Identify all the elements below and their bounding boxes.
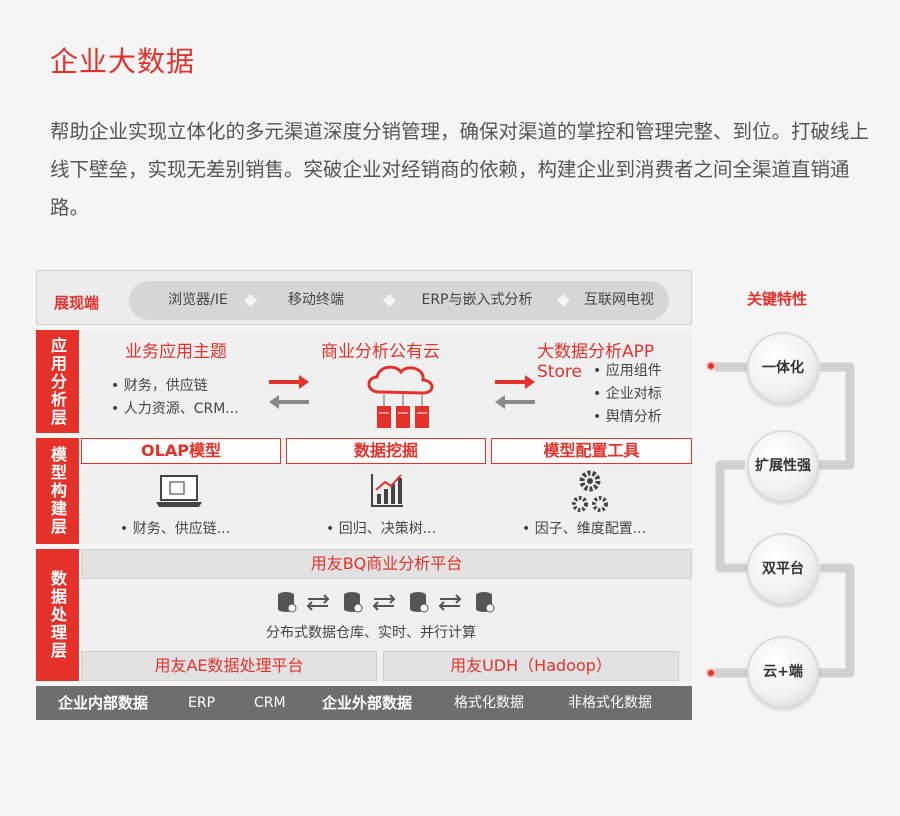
data-layer-label: 数据处理层 (36, 549, 79, 681)
app-right-item: • 舆情分析 (593, 409, 662, 425)
app-center-title: 商业分析公有云 (321, 342, 440, 362)
pill-browser: 浏览器/IE (168, 292, 228, 308)
display-layer-label: 展现端 (54, 294, 100, 312)
app-layer-label: 应用分析层 (36, 330, 79, 433)
arrows-icon (495, 375, 535, 409)
bq-platform-box: 用友BQ商业分析平台 (81, 549, 692, 579)
features-connector (715, 362, 855, 678)
app-right-title: 大数据分析APP Store (537, 342, 655, 382)
page-description: 帮助企业实现立体化的多元渠道深度分销管理，确保对渠道的掌控和管理完整、到位。打破… (50, 120, 870, 219)
connector-end-dot (706, 668, 716, 678)
feature-cloud-end: 云+端 (747, 636, 819, 708)
separator-diamond-icon (383, 294, 396, 307)
erp-label: ERP (188, 695, 216, 711)
separator-diamond-icon (557, 294, 570, 307)
app-right-item: • 应用组件 (593, 363, 662, 379)
connector-start-dot (706, 361, 716, 371)
app-left-title: 业务应用主题 (125, 342, 227, 362)
internal-data-label: 企业内部数据 (58, 694, 149, 712)
display-layer: 展现端 浏览器/IE 移动终端 ERP与嵌入式分析 互联网电视 (36, 270, 692, 325)
unformatted-data-label: 非格式化数据 (568, 695, 652, 711)
app-left-item: • 财务，供应链 (111, 378, 208, 394)
feature-scalable: 扩展性强 (747, 430, 819, 502)
olap-model-box: OLAP模型 (81, 438, 281, 464)
app-left-item: • 人力资源、CRM... (111, 401, 239, 417)
config-caption: • 因子、维度配置... (522, 521, 647, 537)
ae-platform-box: 用友AE数据处理平台 (81, 651, 377, 681)
data-sources-bar: 企业内部数据 ERP CRM 企业外部数据 格式化数据 非格式化数据 (36, 686, 692, 720)
key-features-title: 关键特性 (747, 290, 808, 308)
data-mining-box: 数据挖掘 (286, 438, 486, 464)
display-pill-bar: 浏览器/IE 移动终端 ERP与嵌入式分析 互联网电视 (129, 281, 669, 320)
feature-dual-platform: 双平台 (747, 533, 819, 605)
architecture-diagram: 展现端 浏览器/IE 移动终端 ERP与嵌入式分析 互联网电视 应用分析层 业务… (36, 268, 692, 720)
model-layer-label: 模型构建层 (36, 438, 79, 544)
pill-mobile: 移动终端 (288, 292, 344, 308)
bar-chart-icon (371, 474, 403, 507)
page-title: 企业大数据 (50, 45, 196, 78)
gears-icon (572, 470, 608, 512)
feature-integrated: 一体化 (747, 332, 819, 404)
olap-caption: • 财务、供应链... (120, 521, 231, 537)
model-config-box: 模型配置工具 (491, 438, 692, 464)
formatted-data-label: 格式化数据 (454, 695, 524, 711)
app-layer-panel: 业务应用主题 • 财务，供应链 • 人力资源、CRM... 商业分析公有云 大数… (81, 330, 692, 433)
database-sync-icon (278, 592, 495, 613)
external-data-label: 企业外部数据 (322, 694, 413, 712)
arrows-icon (269, 375, 309, 409)
app-right-item: • 企业对标 (593, 386, 662, 402)
udh-platform-box: 用友UDH（Hadoop） (383, 651, 679, 681)
data-caption: 分布式数据仓库、实时、并行计算 (266, 625, 476, 641)
laptop-icon (156, 475, 202, 507)
mining-caption: • 回归、决策树... (326, 521, 437, 537)
pill-tv: 互联网电视 (584, 292, 654, 308)
cloud-server-icon (367, 365, 434, 428)
crm-label: CRM (254, 695, 286, 711)
pill-erp: ERP与嵌入式分析 (421, 292, 533, 308)
